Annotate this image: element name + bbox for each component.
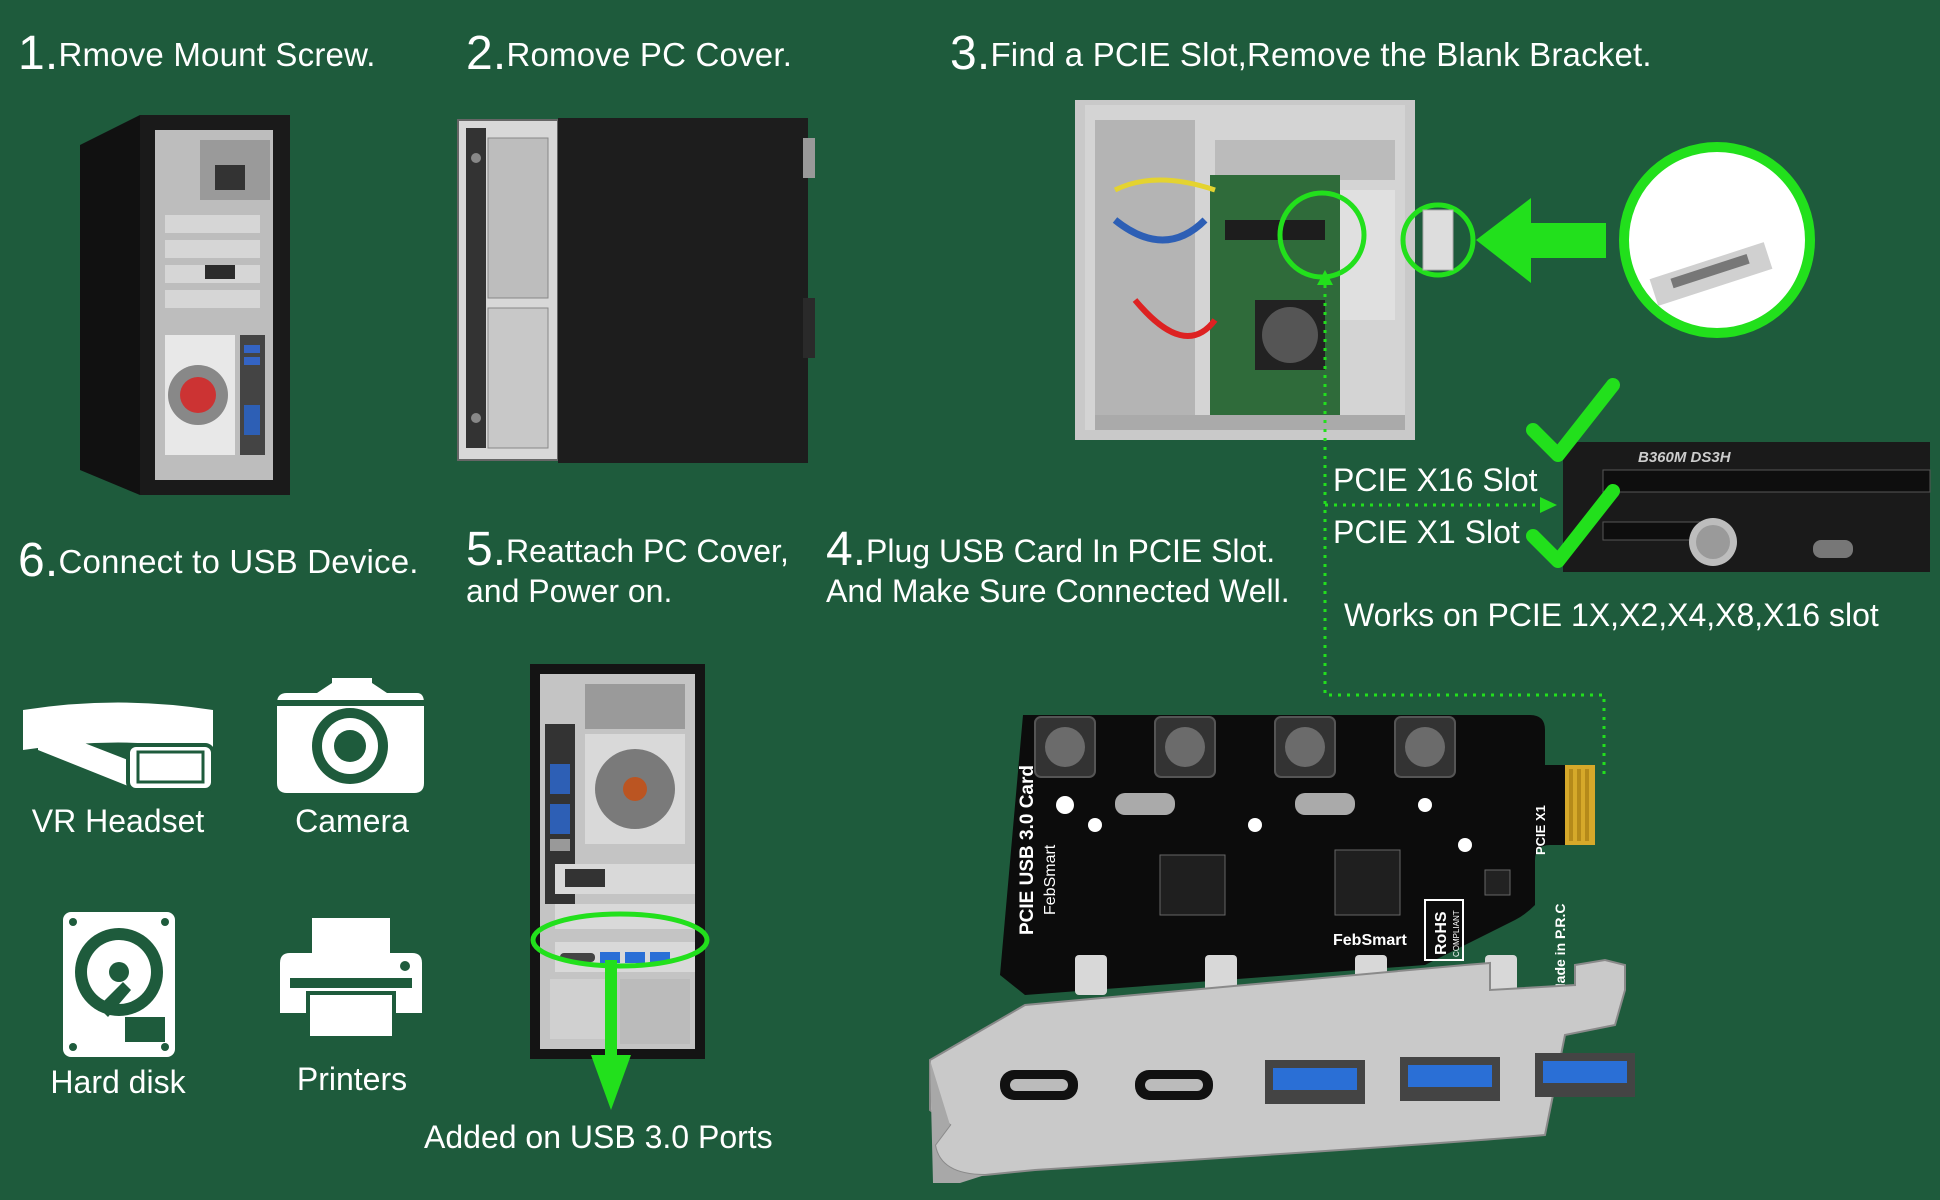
board-model-label: B360M DS3H [1638,449,1732,466]
step-number: 4. [826,523,867,576]
step-number: 3. [950,27,991,80]
device-label-vr-headset: VR Headset [31,803,205,839]
step-3-heading: 3.Find a PCIE Slot,Remove the Blank Brac… [950,26,1652,81]
step-5-heading: 5.Reattach PC Cover, and Power on. [466,526,789,611]
blank-bracket-zoom-image [1476,142,1815,338]
pcie-x1-label: PCIE X1 Slot [1333,514,1520,550]
added-ports-caption: Added on USB 3.0 Ports [424,1119,773,1155]
step-4-heading: 4.Plug USB Card In PCIE Slot. And Make S… [826,526,1290,611]
step-text: Rmove Mount Screw. [58,36,376,73]
pcie-x16-label: PCIE X16 Slot [1333,462,1538,498]
step-text: Connect to USB Device. [58,543,419,580]
step-text-line2: and Power on. [466,573,673,609]
device-label-printers: Printers [296,1061,408,1097]
vr-headset-icon [23,702,215,792]
hard-disk-icon [63,912,175,1057]
step-text: Find a PCIE Slot,Remove the Blank Bracke… [990,36,1652,73]
card-rohs-sub-text: COMPLIANT [1452,910,1461,957]
camera-icon [277,678,424,793]
arrow-left-icon [1476,198,1606,283]
step-number: 2. [466,27,507,80]
printer-icon [280,918,422,1040]
pcie-usb-card-image: PCIE USB 3.0 Card FebSmart PCIE X1 FebSm… [929,715,1635,1183]
device-label-camera: Camera [295,803,409,839]
arrow-down-icon [591,960,631,1110]
step-2-heading: 2.Romove PC Cover. [466,26,792,81]
step-6-heading: 6.Connect to USB Device. [18,533,419,588]
compatibility-note: Works on PCIE 1X,X2,X4,X8,X16 slot [1344,597,1879,633]
check-x16-icon [1526,378,1620,462]
motherboard-slots-image: B360M DS3H [1563,442,1931,572]
step-number: 5. [466,523,507,576]
step-text: Reattach PC Cover, [506,533,789,569]
usb-ports-highlight [530,911,710,969]
step-number: 1. [18,27,59,80]
card-rohs-text: RoHS [1433,911,1450,955]
step-text-line2: And Make Sure Connected Well. [826,573,1290,609]
step-number: 6. [18,534,59,587]
open-pc-case-image [1075,100,1476,440]
pc-tower-with-usb-card-image [530,664,705,1059]
pc-tower-rear-image [80,115,290,495]
device-label-hard-disk: Hard disk [50,1064,186,1100]
card-brand-logo-text: FebSmart [1333,932,1407,949]
card-edge-label: PCIE X1 [1533,805,1548,855]
check-x1-icon [1526,484,1620,568]
step-1-heading: 1.Rmove Mount Screw. [18,26,376,81]
step-text: Romove PC Cover. [506,36,793,73]
card-title-text: PCIE USB 3.0 Card [1017,765,1038,935]
step-text: Plug USB Card In PCIE Slot. [866,533,1276,569]
pc-cover-removal-image [457,118,815,463]
bracket-slot-highlight-ring [1400,202,1476,278]
card-made-in-text: Made in P.R.C [1552,903,1568,995]
card-brand-text: FebSmart [1042,844,1059,915]
